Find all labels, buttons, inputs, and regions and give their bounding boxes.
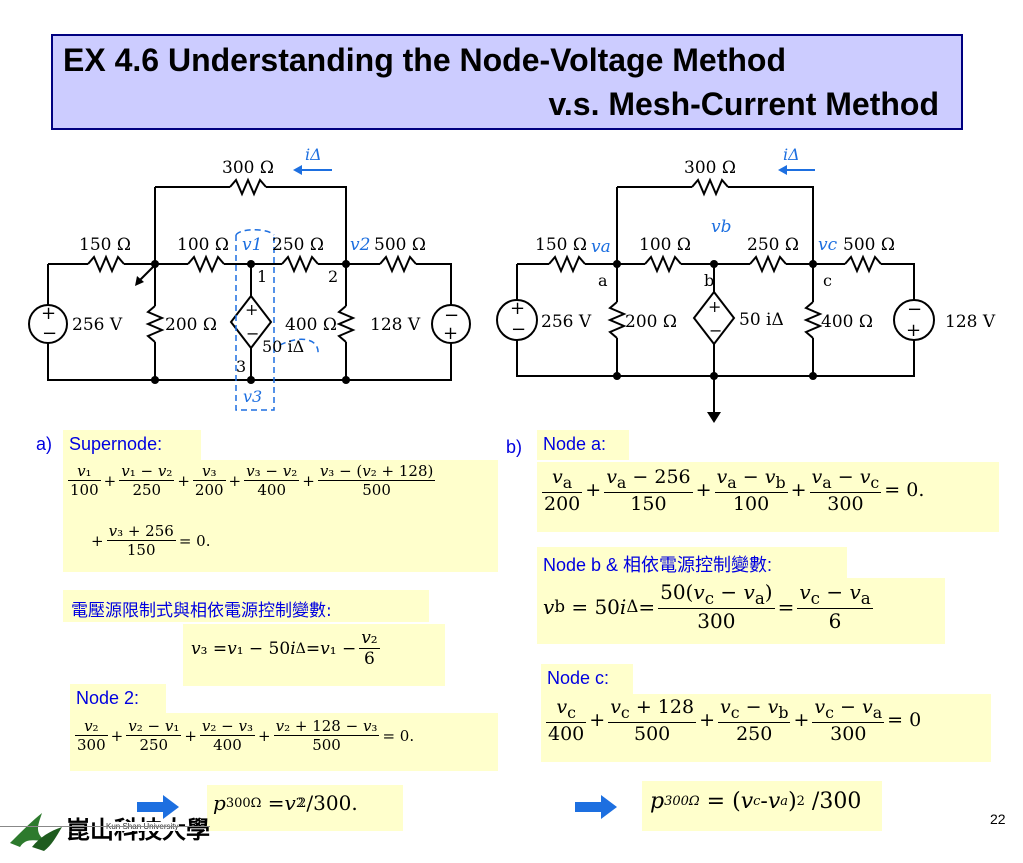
left-node2-label: 2 — [328, 267, 338, 286]
left-idelta-label: iΔ — [305, 145, 322, 164]
right-r100-label: 100 Ω — [639, 235, 691, 255]
left-r200-label: 200 Ω — [165, 315, 217, 335]
supernode-label: Supernode: — [63, 430, 201, 460]
right-circuit-diagram: +− −+ +− 300 Ω iΔ 150 Ω va 100 Ω vb 250 … — [496, 145, 996, 423]
left-r150-label: 150 Ω — [79, 235, 131, 255]
right-node-c-label: c — [823, 271, 832, 290]
part-b-marker: b) — [506, 437, 523, 457]
left-v1-label: v1 — [242, 235, 262, 255]
right-va-label: va — [591, 237, 611, 257]
right-r300-label: 300 Ω — [684, 158, 736, 178]
slide-title-box: EX 4.6 Understanding the Node-Voltage Me… — [51, 34, 963, 130]
right-src128-label: 128 V — [945, 312, 996, 332]
svg-text:−: − — [511, 319, 526, 340]
footer-divider — [0, 826, 210, 827]
right-dep-label: 50 iΔ — [739, 310, 784, 330]
svg-text:−: − — [42, 323, 57, 344]
right-vb-label: vb — [711, 217, 732, 237]
node-b-label-text: Node b & 相依電源控制變數: — [543, 555, 773, 575]
node-a-label: Node a: — [537, 430, 629, 460]
svg-text:−: − — [246, 324, 259, 343]
slide-title-line2: v.s. Mesh-Current Method — [548, 86, 939, 122]
node-c-label: Node c: — [541, 664, 633, 694]
svg-text:+: + — [443, 323, 458, 344]
right-result-arrow-icon — [575, 795, 617, 819]
svg-text:+: + — [906, 320, 921, 341]
left-v2-label: v2 — [350, 235, 370, 255]
right-vc-label: vc — [818, 235, 838, 255]
left-dep-label: 50 iΔ — [262, 337, 304, 356]
svg-text:+: + — [510, 298, 525, 319]
constraint-label: 電壓源限制式與相依電源控制變數: — [63, 590, 429, 622]
left-src256-label: 256 V — [72, 315, 123, 335]
right-src256-label: 256 V — [541, 312, 592, 332]
svg-text:−: − — [709, 321, 722, 340]
right-r250-label: 250 Ω — [747, 235, 799, 255]
slide-title-line1: EX 4.6 Understanding the Node-Voltage Me… — [63, 42, 787, 78]
right-r200-label: 200 Ω — [625, 312, 677, 332]
node-b-label: Node b & 相依電源控制變數: — [537, 547, 847, 579]
left-r300-label: 300 Ω — [222, 158, 274, 178]
left-node3-label: 3 — [236, 357, 246, 376]
svg-text:−: − — [907, 299, 922, 320]
right-idelta-label: iΔ — [783, 145, 800, 164]
right-r500-label: 500 Ω — [843, 235, 895, 255]
left-v3-label: v3 — [243, 387, 262, 406]
left-r400-label: 400 Ω — [285, 315, 337, 335]
right-r400-label: 400 Ω — [821, 312, 873, 332]
university-logo-icon — [10, 813, 62, 851]
left-r100-label: 100 Ω — [177, 235, 229, 255]
right-r150-label: 150 Ω — [535, 235, 587, 255]
right-node-b-label: b — [704, 271, 714, 290]
svg-text:+: + — [41, 303, 56, 324]
part-a-marker: a) — [36, 434, 53, 454]
right-node-a-label: a — [598, 271, 608, 290]
left-result-arrow-icon — [137, 795, 179, 819]
left-r500-label: 500 Ω — [374, 235, 426, 255]
page-number: 22 — [990, 811, 1006, 827]
left-node1-label: 1 — [257, 267, 267, 286]
svg-text:+: + — [245, 300, 258, 319]
left-circuit-diagram: +− −+ +− 300 Ω iΔ 150 Ω 100 Ω v1 250 Ω v… — [28, 145, 471, 411]
left-r250-label: 250 Ω — [272, 235, 324, 255]
left-src128-label: 128 V — [370, 315, 421, 335]
svg-text:−: − — [444, 305, 459, 326]
node2-label: Node 2: — [70, 684, 166, 714]
svg-text:+: + — [708, 297, 721, 316]
